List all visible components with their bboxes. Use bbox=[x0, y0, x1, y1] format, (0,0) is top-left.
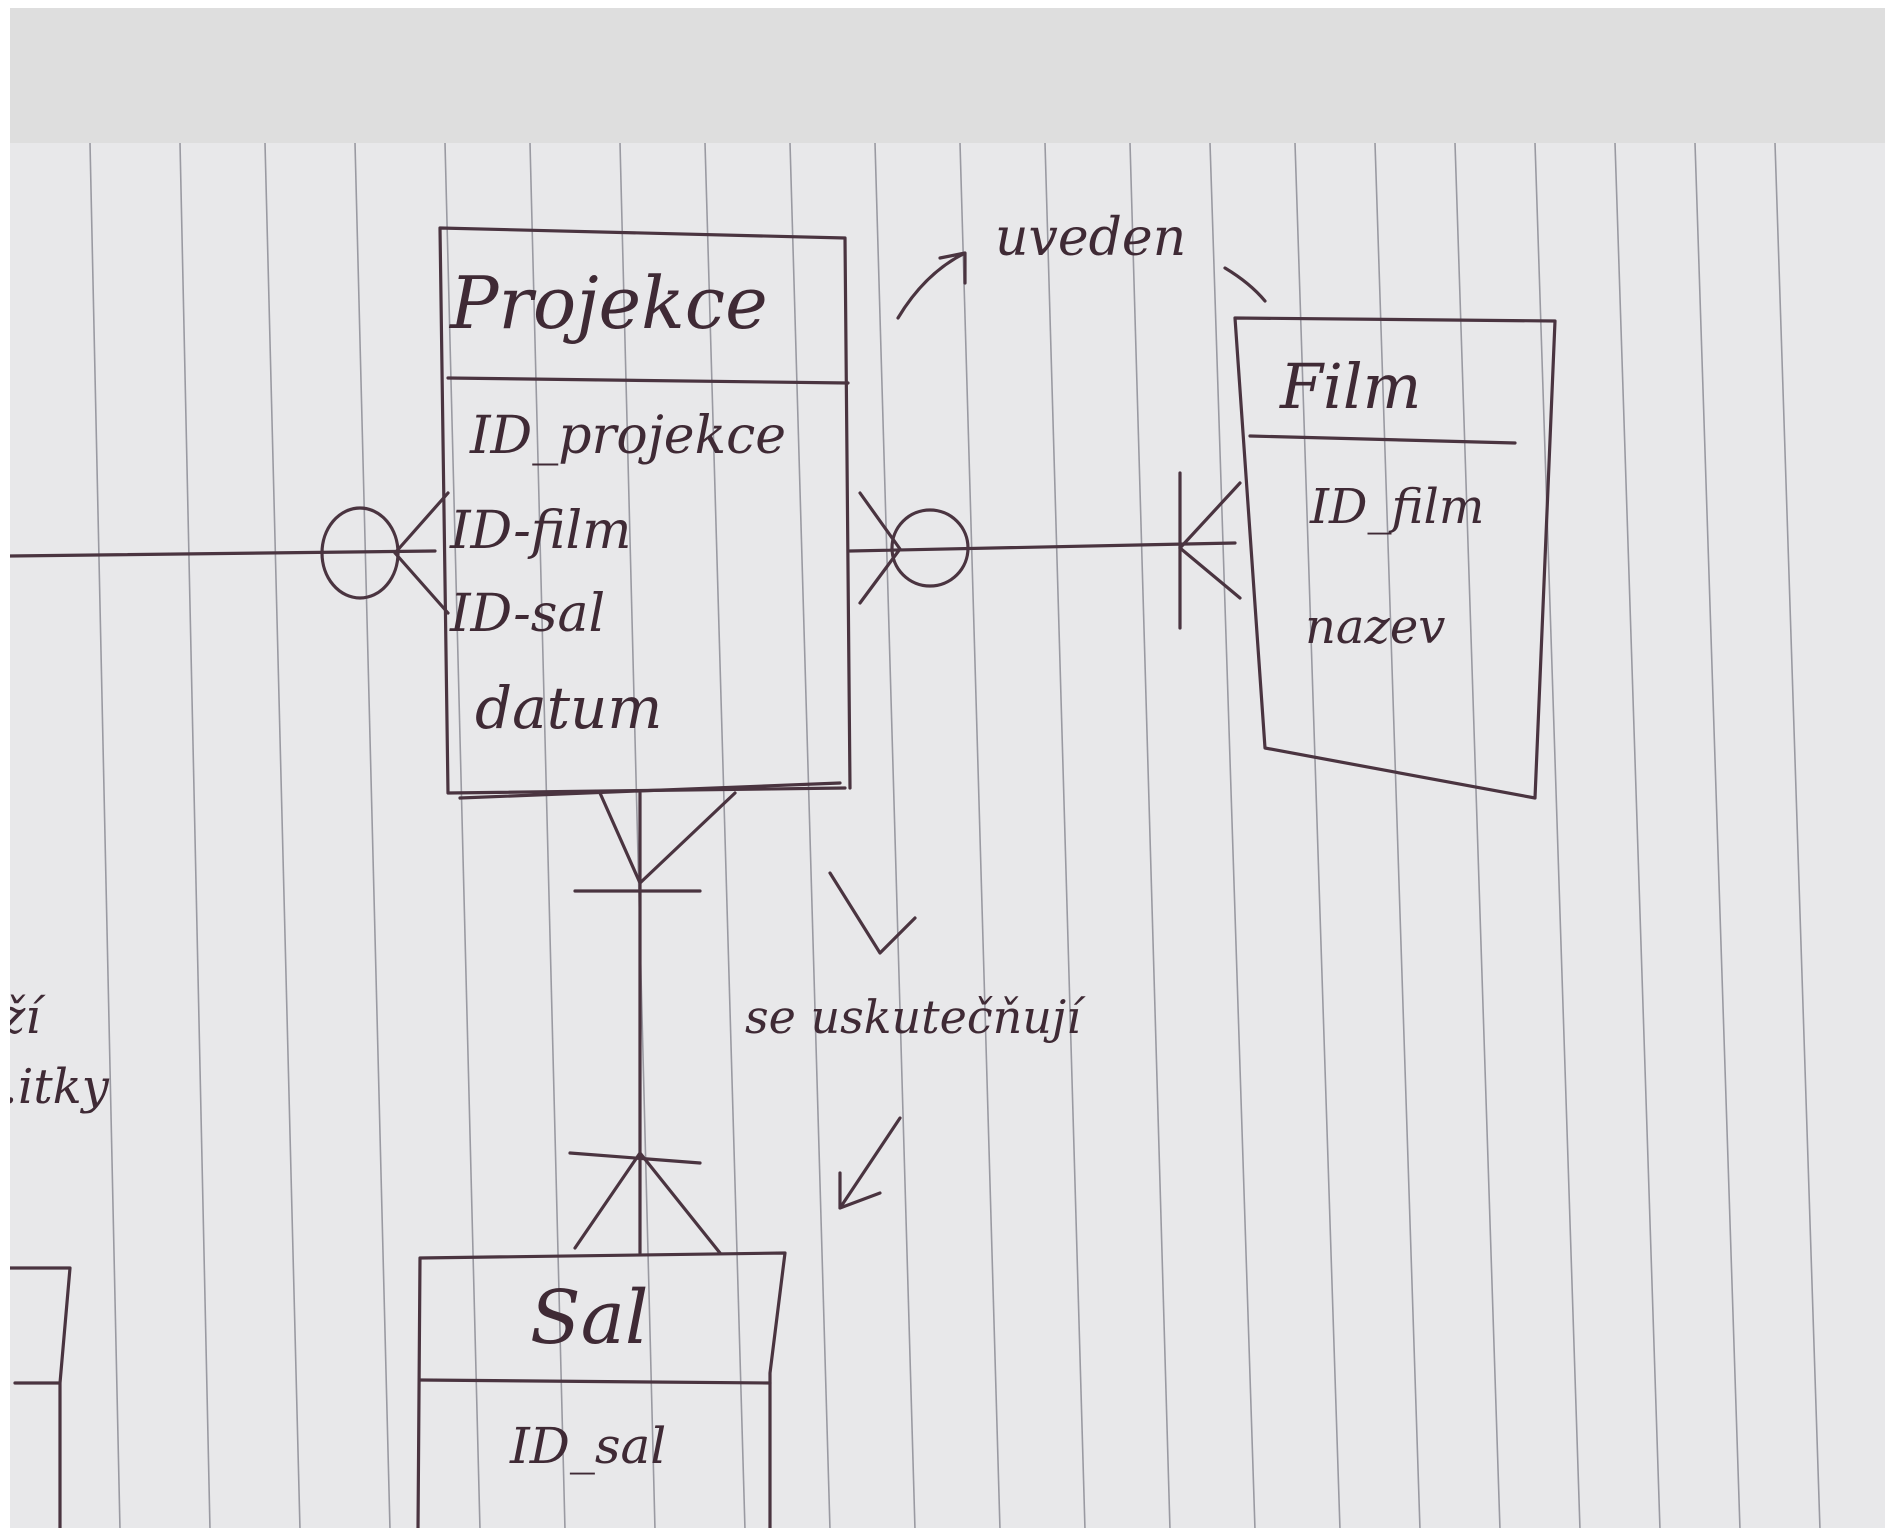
projekce-attr-datum: datum bbox=[475, 674, 662, 742]
relationship-label-uskutecnuji: se uskutečňují bbox=[745, 990, 1086, 1044]
relationship-left-connector bbox=[10, 491, 450, 615]
sal-attr-id-sal: ID_sal bbox=[509, 1417, 666, 1475]
projekce-attr-id-film: ID-film bbox=[449, 501, 631, 561]
entity-film: Film ID_film nazev bbox=[1233, 316, 1557, 800]
entity-sal: Sal ID_sal bbox=[416, 1251, 787, 1530]
relationship-projekce-film: uveden bbox=[848, 208, 1267, 630]
relationship-projekce-sal: se uskutečňují bbox=[568, 791, 1086, 1255]
left-margin-fragment: ží …itky bbox=[10, 989, 110, 1530]
notebook-paper: Projekce ID_projekce ID-film ID-sal datu… bbox=[10, 143, 1885, 1530]
entity-projekce: Projekce ID_projekce ID-film ID-sal datu… bbox=[438, 226, 852, 800]
er-diagram-canvas: Projekce ID_projekce ID-film ID-sal datu… bbox=[10, 143, 1821, 1530]
entity-film-title: Film bbox=[1279, 350, 1421, 423]
margin-fragment-2: …itky bbox=[10, 1059, 110, 1115]
entity-projekce-title: Projekce bbox=[448, 261, 768, 345]
film-attr-id-film: ID_film bbox=[1309, 479, 1484, 535]
paper-rule-lines bbox=[89, 143, 1821, 1530]
projekce-attr-id-projekce: ID_projekce bbox=[469, 406, 786, 466]
entity-sal-title: Sal bbox=[530, 1275, 648, 1361]
margin-fragment-1: ží bbox=[10, 989, 46, 1045]
relationship-label-uveden: uveden bbox=[995, 208, 1186, 268]
bottom-edge bbox=[0, 1528, 1885, 1530]
projekce-attr-id-sal: ID-sal bbox=[449, 584, 605, 644]
film-attr-nazev: nazev bbox=[1305, 599, 1445, 655]
top-bar bbox=[10, 8, 1885, 143]
